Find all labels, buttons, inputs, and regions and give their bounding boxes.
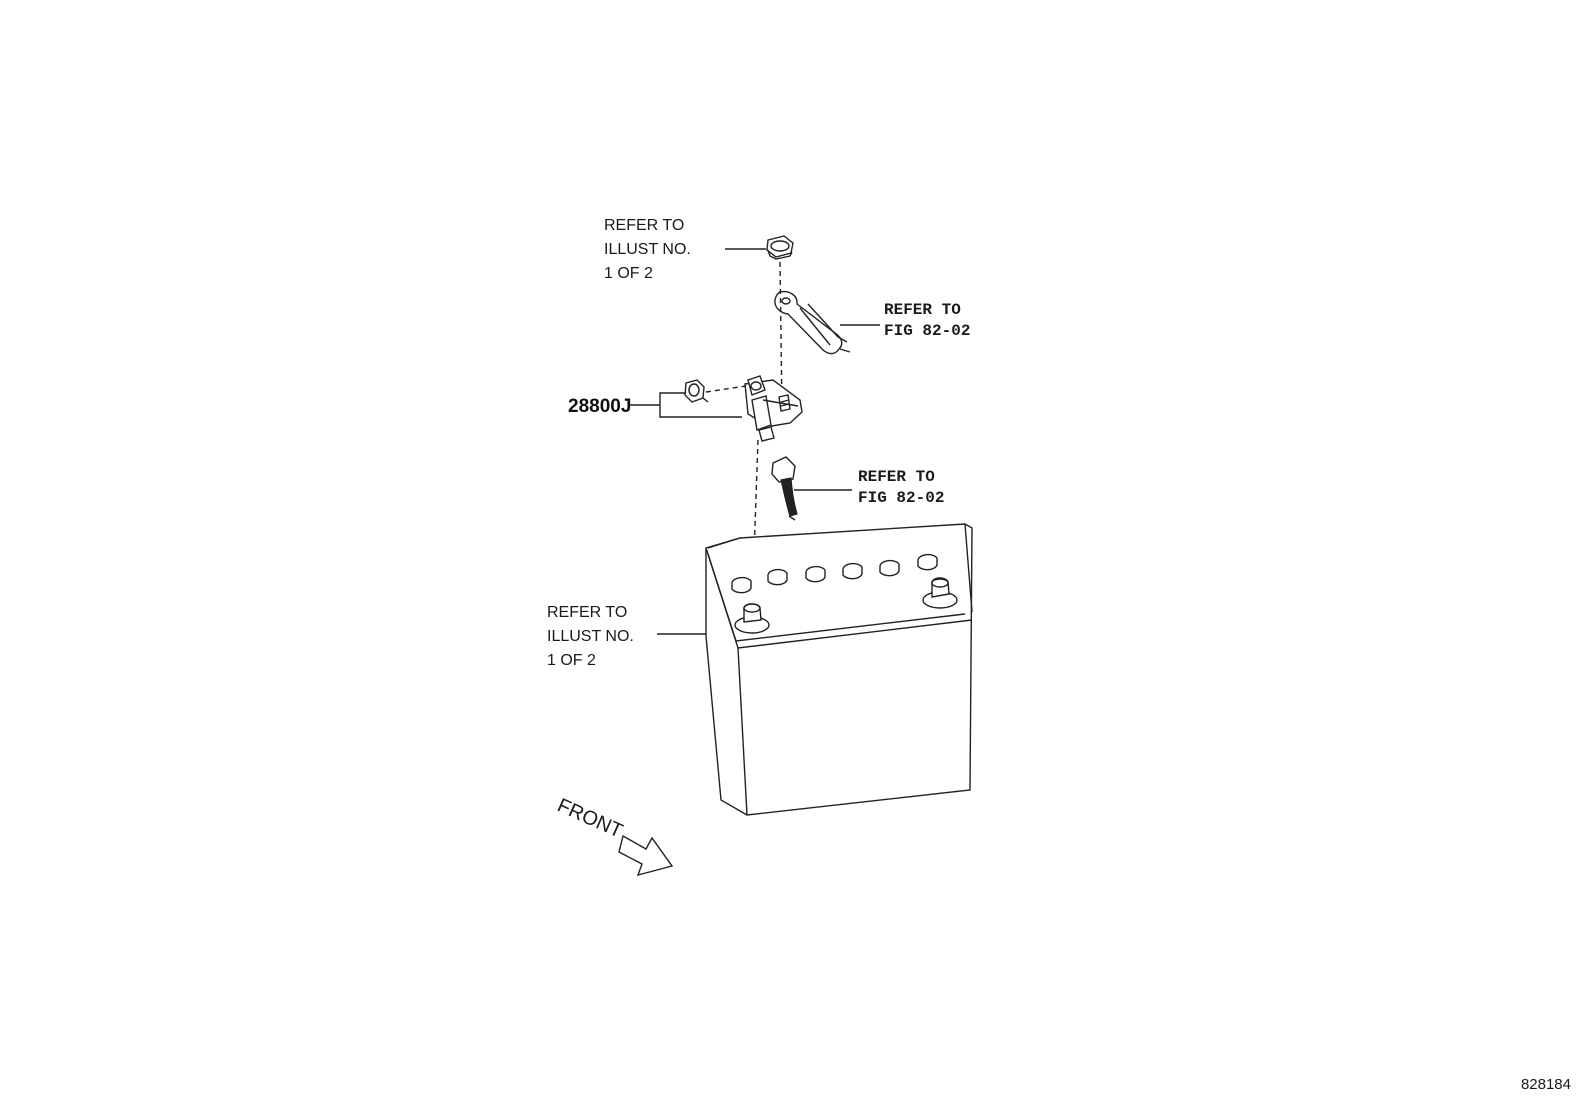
callout-battery-line-2: ILLUST NO. (547, 628, 634, 645)
front-label: FRONT (554, 794, 626, 842)
battery-vent-caps (731, 553, 938, 594)
alignment-line-top (779, 261, 783, 411)
callout-lower-cable-line-1: REFER TO (858, 468, 935, 486)
upper-cable-drawing (774, 290, 851, 355)
callout-top-nut: REFER TO ILLUST NO. 1 OF 2 (604, 217, 691, 282)
top-nut-drawing (766, 235, 794, 260)
callout-upper-cable: REFER TO FIG 82-02 (884, 301, 970, 340)
callout-lower-cable-line-2: FIG 82-02 (858, 489, 944, 507)
lower-cable-drawing (771, 456, 798, 521)
front-indicator: FRONT (554, 794, 674, 877)
terminal-clamp-drawing (744, 375, 803, 442)
battery-post-negative (734, 603, 770, 634)
callout-top-nut-line-2: ILLUST NO. (604, 241, 691, 258)
callout-battery-line-3: 1 OF 2 (547, 652, 596, 669)
front-arrow-icon (618, 834, 674, 877)
clamp-nut-dash (705, 385, 747, 393)
callout-lower-cable: REFER TO FIG 82-02 (858, 468, 944, 507)
callout-battery-line-1: REFER TO (547, 604, 627, 621)
callout-battery: REFER TO ILLUST NO. 1 OF 2 (547, 604, 634, 669)
part-number-bracket (630, 392, 742, 418)
callout-upper-cable-line-1: REFER TO (884, 301, 961, 319)
illustration-id: 828184 (1521, 1076, 1571, 1093)
clamp-nut-drawing (684, 379, 709, 403)
alignment-line-lower (751, 439, 759, 613)
battery-post-positive (922, 577, 958, 609)
battery-drawing (705, 523, 973, 816)
callout-top-nut-line-1: REFER TO (604, 217, 684, 234)
callout-top-nut-line-3: 1 OF 2 (604, 265, 653, 282)
callout-upper-cable-line-2: FIG 82-02 (884, 322, 970, 340)
part-number-label[interactable]: 28800J (568, 396, 631, 417)
